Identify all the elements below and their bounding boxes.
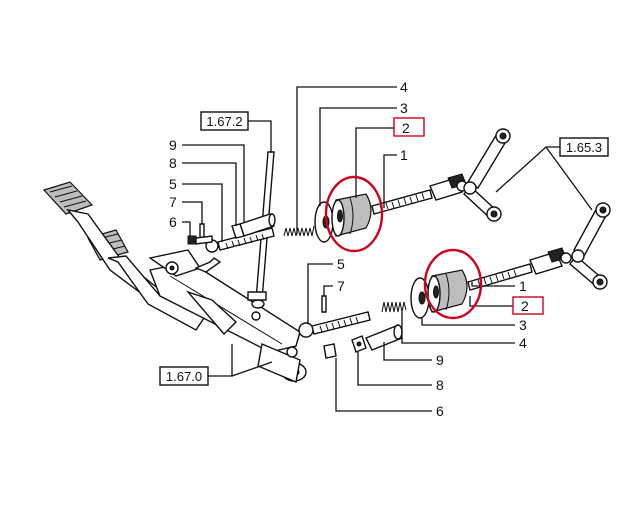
upper-fasteners (187, 213, 276, 253)
pedal-arm-lower (107, 255, 206, 331)
callout-lower-8: 8 (436, 377, 444, 393)
callout-lower-4: 4 (519, 335, 527, 351)
callout-lower-3: 3 (519, 317, 527, 333)
callout-lower-7: 7 (337, 278, 345, 294)
callout-upper-8: 8 (169, 155, 177, 171)
highlight-circle-lower (423, 248, 483, 320)
callout-lower-9: 9 (436, 352, 444, 368)
highlight-circle-upper (324, 175, 384, 253)
callout-upper-9: 9 (169, 137, 177, 153)
upper-adjuster-assembly (283, 173, 468, 243)
rod-end-eye-lower (298, 322, 314, 338)
lower-fasteners (298, 295, 403, 359)
callout-upper-1: 1 (400, 147, 408, 163)
ref-1-65-3: 1.65.3 (566, 140, 602, 155)
callout-upper-3: 3 (400, 100, 408, 116)
highlight-box-lower-2 (512, 296, 544, 315)
callout-upper-7: 7 (169, 194, 177, 210)
upper-tripod-lever (463, 128, 511, 222)
callout-lower-5: 5 (337, 256, 345, 272)
callout-lower-1: 1 (519, 278, 527, 294)
callout-numbers-lower: 5 7 1 2 3 4 9 8 6 (337, 256, 529, 419)
pedal-assembly (42, 181, 307, 383)
leader-lines (182, 86, 593, 412)
threaded-rod-upper (371, 189, 433, 215)
highlight-box-upper-2 (393, 117, 425, 137)
spring-upper (283, 225, 315, 237)
callout-upper-4: 4 (400, 79, 408, 95)
reference-boxes: 1.67.2 1.65.3 1.67.0 (159, 111, 609, 386)
threaded-rod-lower (467, 263, 533, 291)
callout-numbers-upper: 4 3 2 1 9 8 5 7 6 (169, 79, 410, 230)
bolt-lower (323, 343, 337, 359)
callout-lower-6: 6 (436, 403, 444, 419)
spring-lower (381, 301, 407, 313)
ref-1-67-2: 1.67.2 (206, 114, 242, 129)
callout-upper-2: 2 (402, 120, 410, 136)
ref-1-67-0: 1.67.0 (166, 369, 202, 384)
callout-upper-6: 6 (169, 214, 177, 230)
highlights (324, 117, 544, 320)
callout-upper-5: 5 (169, 176, 177, 192)
callout-lower-2: 2 (521, 298, 529, 314)
lower-tripod-lever (569, 202, 611, 290)
